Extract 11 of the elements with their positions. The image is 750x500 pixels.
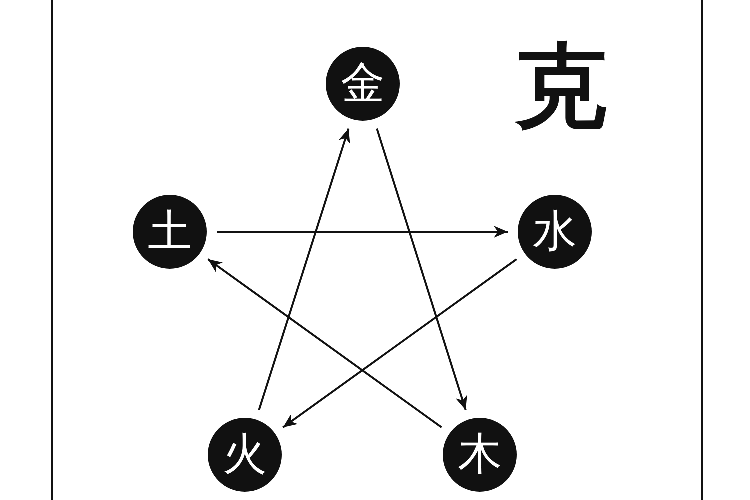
arrow xyxy=(258,128,350,410)
character-circle: 木 xyxy=(443,418,517,492)
character-circle: 金 xyxy=(326,47,400,121)
arrow xyxy=(217,226,508,238)
character-circle: 土 xyxy=(133,195,207,269)
arrow xyxy=(208,258,442,428)
character-circle: 火 xyxy=(208,418,282,492)
arrow xyxy=(282,258,518,428)
arrow xyxy=(376,128,468,410)
character-circle: 水 xyxy=(518,195,592,269)
title: 克 xyxy=(515,40,607,132)
